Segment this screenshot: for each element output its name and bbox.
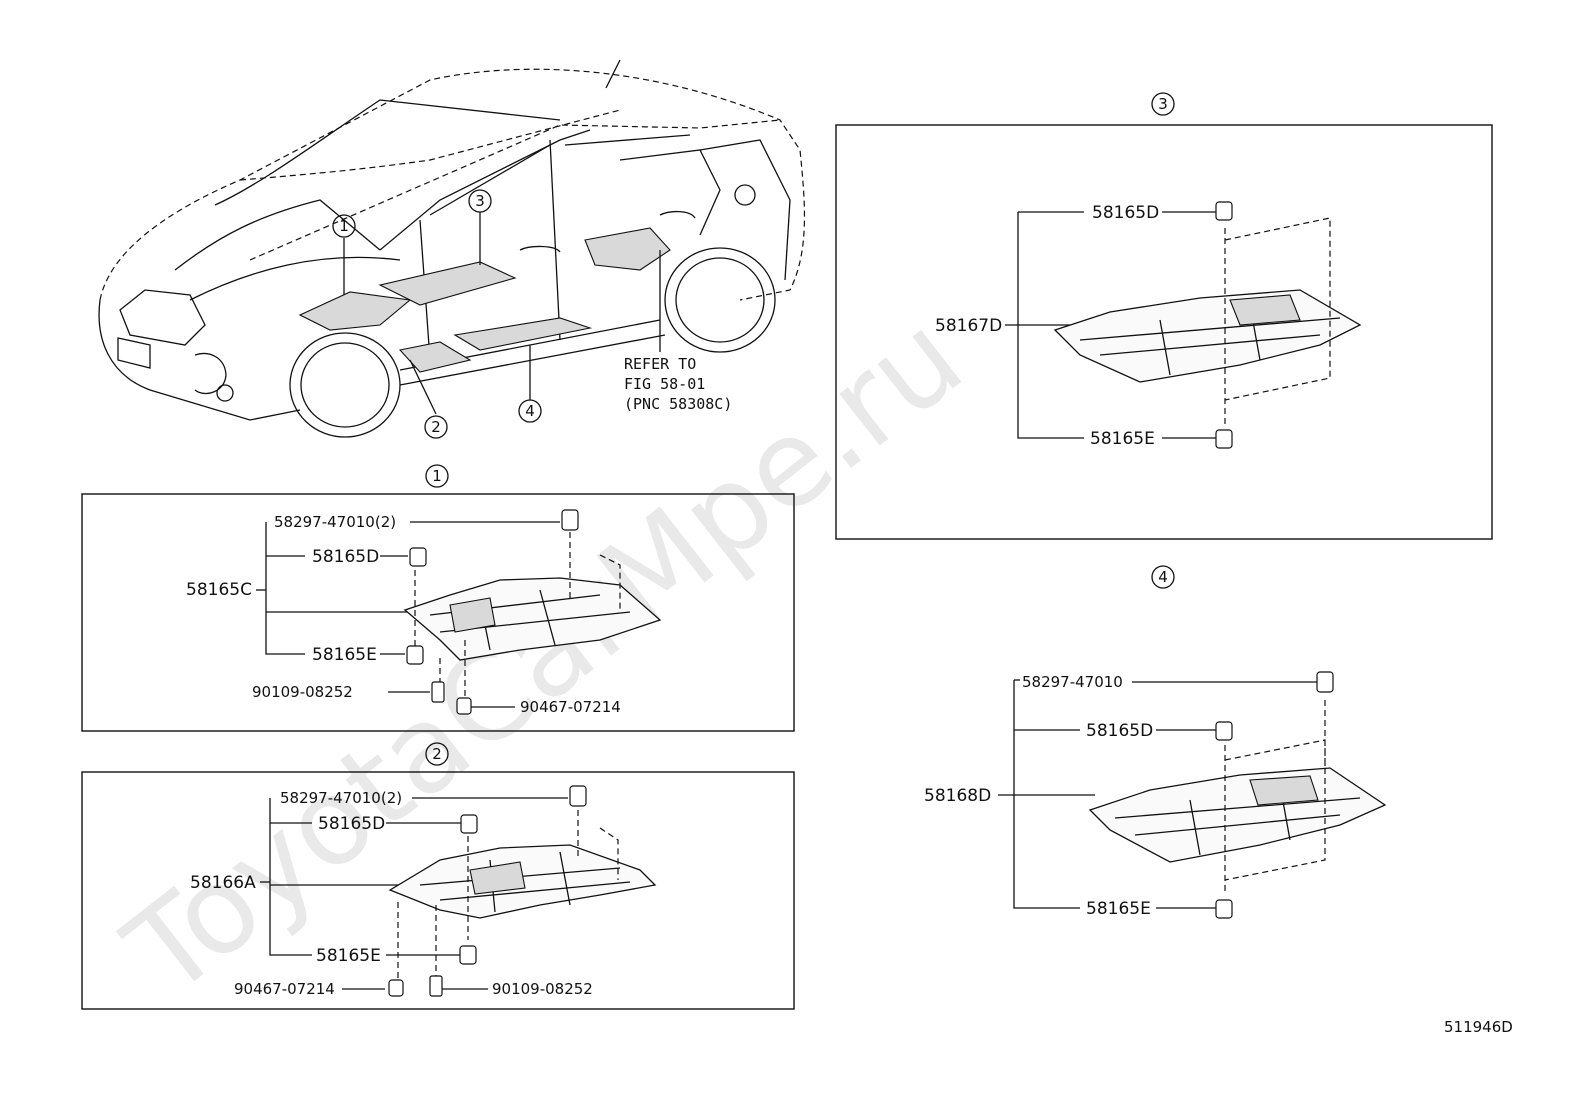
section-4-id: 4 (1158, 568, 1168, 586)
label-58165E: 58165E (1090, 429, 1155, 449)
section-1-frame (81, 493, 795, 732)
car-overview: 1 3 2 4 REFER TO FIG 58-01 (PNC 58308C) (98, 59, 806, 439)
refer-note-line-3: (PNC 58308C) (624, 395, 732, 413)
section-2-id: 2 (432, 745, 442, 763)
refer-note-line-2: FIG 58-01 (624, 375, 705, 393)
label-58297-47010: 58297-47010(2) (280, 789, 402, 807)
section-3-frame (835, 124, 1493, 540)
label-58297-47010: 58297-47010 (1022, 673, 1123, 691)
label-58165C: 58165C (186, 580, 252, 600)
label-58166A: 58166A (190, 873, 256, 893)
label-58165D: 58165D (312, 547, 379, 567)
section-2-frame (81, 771, 795, 1010)
label-58297-47010: 58297-47010(2) (274, 513, 396, 531)
diagram-code: 511946D (1444, 1018, 1513, 1036)
label-58165D: 58165D (1092, 203, 1159, 223)
label-58165E: 58165E (312, 645, 377, 665)
refer-note-line-1: REFER TO (624, 355, 696, 373)
section-1-id: 1 (432, 467, 442, 485)
section-3: 3 58165D 58167D 58165E (835, 92, 1493, 540)
section-1: 1 58297-47010(2) 58165D 58165C 58165E 90… (81, 464, 795, 732)
callout-4: 4 (525, 402, 535, 420)
watermark: ToyotaCarMpe.ru (101, 288, 987, 1023)
label-58165D: 58165D (318, 814, 385, 834)
callout-1: 1 (339, 217, 349, 235)
label-58168D: 58168D (924, 786, 991, 806)
label-90467-07214: 90467-07214 (234, 980, 335, 998)
callout-2: 2 (431, 418, 441, 436)
callout-3: 3 (475, 192, 485, 210)
label-58167D: 58167D (935, 316, 1002, 336)
label-90109-08252: 90109-08252 (252, 683, 353, 701)
section-2: 2 58297-47010(2) 58165D 58166A 58165E 90… (81, 742, 795, 1010)
label-58165E: 58165E (316, 946, 381, 966)
label-58165E: 58165E (1086, 899, 1151, 919)
section-4: 4 58297-47010 58165D 58168D 58165E (924, 565, 1387, 919)
label-58165D: 58165D (1086, 721, 1153, 741)
label-90467-07214: 90467-07214 (520, 698, 621, 716)
label-90109-08252: 90109-08252 (492, 980, 593, 998)
section-3-id: 3 (1158, 95, 1168, 113)
